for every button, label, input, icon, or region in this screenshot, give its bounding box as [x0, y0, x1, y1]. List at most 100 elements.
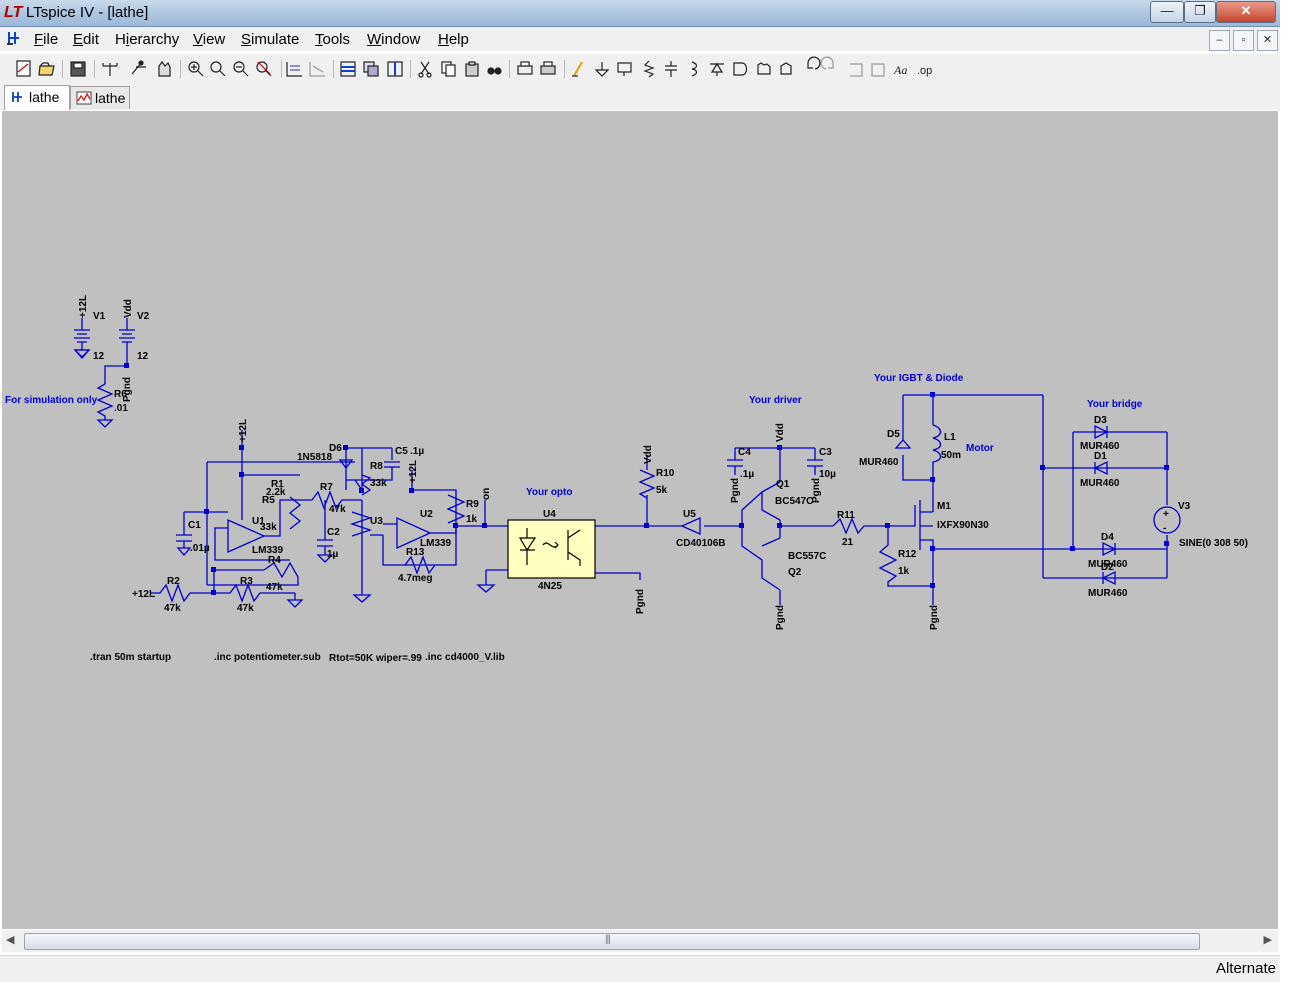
- net-label-pgnd[interactable]: Pgnd: [122, 377, 133, 402]
- r13-name[interactable]: R13: [406, 547, 425, 558]
- r2-name[interactable]: R2: [167, 576, 180, 587]
- net-label-pgnd-opto[interactable]: Pgnd: [635, 589, 646, 614]
- r7-value[interactable]: 47k: [329, 504, 346, 515]
- r11-value[interactable]: 21: [842, 537, 854, 548]
- net-label-pgnd-m1[interactable]: Pgnd: [929, 605, 940, 630]
- r8-name[interactable]: R8: [370, 461, 383, 472]
- u1-value[interactable]: LM339: [252, 545, 284, 556]
- v1-name[interactable]: V1: [93, 311, 106, 322]
- menu-window[interactable]: Window: [367, 31, 421, 48]
- r10-value[interactable]: 5k: [656, 485, 668, 496]
- l1-value[interactable]: 50m: [941, 450, 961, 461]
- c4-name[interactable]: C4: [738, 447, 751, 458]
- v3-name[interactable]: V3: [1178, 501, 1191, 512]
- directive-rtot[interactable]: Rtot=50K wiper=.99: [329, 653, 422, 664]
- close-button[interactable]: ✕: [1216, 1, 1276, 23]
- r12-name[interactable]: R12: [898, 549, 917, 560]
- directive-inc-pot[interactable]: .inc potentiometer.sub: [214, 652, 321, 663]
- net-label-pgnd-q2[interactable]: Pgnd: [775, 605, 786, 630]
- comment-motor[interactable]: Motor: [966, 443, 994, 454]
- schematic-doc-icon[interactable]: [5, 28, 25, 48]
- u2-value[interactable]: LM339: [420, 538, 452, 549]
- schematic-canvas[interactable]: V1 12 V2 12 +12L Vdd Pgnd R6 .01 For sim…: [2, 111, 1278, 929]
- menu-hierarchy[interactable]: Hierarchy: [115, 31, 180, 48]
- menu-view[interactable]: View: [193, 31, 226, 48]
- tab-waveform-lathe[interactable]: lathe: [70, 86, 130, 109]
- net-label-12L-u1[interactable]: +12L: [238, 419, 249, 442]
- c4-value[interactable]: .1µ: [740, 469, 754, 480]
- c1-name[interactable]: C1: [188, 520, 201, 531]
- d1-value[interactable]: MUR460: [1080, 478, 1120, 489]
- directive-inc-lib[interactable]: .inc cd4000_V.lib: [425, 652, 505, 663]
- c5-value[interactable]: .1µ: [410, 446, 424, 457]
- r4-value[interactable]: 47k: [266, 582, 283, 593]
- mdi-minimize-button[interactable]: –: [1209, 30, 1230, 51]
- d4-name[interactable]: D4: [1101, 532, 1114, 543]
- mdi-close-button[interactable]: ✕: [1257, 30, 1278, 51]
- comment-opto[interactable]: Your opto: [526, 487, 572, 498]
- comment-driver[interactable]: Your driver: [749, 395, 802, 406]
- r5-name[interactable]: R5: [262, 495, 275, 506]
- comment-sim-only[interactable]: For simulation only: [5, 395, 98, 406]
- c1-value[interactable]: .01µ: [190, 543, 210, 554]
- d2-name[interactable]: D2: [1101, 562, 1114, 573]
- minimize-button[interactable]: —: [1150, 1, 1184, 23]
- d5-value[interactable]: MUR460: [859, 457, 899, 468]
- c3-value[interactable]: 10µ: [819, 469, 836, 480]
- v2-value[interactable]: 12: [137, 351, 149, 362]
- u1-name[interactable]: U1: [252, 516, 265, 527]
- l1-name[interactable]: L1: [944, 432, 956, 443]
- menu-help[interactable]: Help: [438, 31, 469, 48]
- u5-value[interactable]: CD40106B: [676, 538, 725, 549]
- q1-name[interactable]: Q1: [776, 479, 790, 490]
- r8-value[interactable]: 33k: [370, 478, 387, 489]
- d2-value[interactable]: MUR460: [1088, 588, 1128, 599]
- directive-tran[interactable]: .tran 50m startup: [90, 652, 171, 663]
- r9-value[interactable]: 1k: [466, 514, 478, 525]
- u2-name[interactable]: U2: [420, 509, 433, 520]
- net-label-vdd[interactable]: Vdd: [123, 299, 134, 318]
- net-label-on[interactable]: on: [481, 488, 492, 500]
- c2-name[interactable]: C2: [327, 527, 340, 538]
- m1-value[interactable]: IXFX90N30: [937, 520, 989, 531]
- scrollbar-thumb[interactable]: |||: [24, 933, 1200, 950]
- net-label-12L-r2[interactable]: +12L: [132, 589, 155, 600]
- v2-name[interactable]: V2: [137, 311, 150, 322]
- menu-tools[interactable]: Tools: [315, 31, 351, 48]
- r6-value[interactable]: .01: [114, 403, 128, 414]
- d5-name[interactable]: D5: [887, 429, 900, 440]
- comment-igbt[interactable]: Your IGBT & Diode: [874, 373, 964, 384]
- c3-name[interactable]: C3: [819, 447, 832, 458]
- r1-value[interactable]: 2.2k: [266, 487, 286, 498]
- r1-name[interactable]: R1: [271, 479, 284, 490]
- menu-file[interactable]: File: [34, 31, 59, 48]
- comment-bridge[interactable]: Your bridge: [1087, 399, 1143, 410]
- d3-value[interactable]: MUR460: [1080, 441, 1120, 452]
- menu-simulate[interactable]: Simulate: [241, 31, 300, 48]
- scroll-right-arrow-icon[interactable]: ▶: [1263, 934, 1272, 946]
- r12-value[interactable]: 1k: [898, 566, 910, 577]
- restore-button[interactable]: ❐: [1184, 1, 1216, 23]
- r3-name[interactable]: R3: [240, 576, 253, 587]
- schematic-drawing[interactable]: V1 12 V2 12 +12L Vdd Pgnd R6 .01 For sim…: [2, 111, 1278, 929]
- r2-value[interactable]: 47k: [164, 603, 181, 614]
- r10-name[interactable]: R10: [656, 468, 675, 479]
- v3-value[interactable]: SINE(0 308 50): [1179, 538, 1248, 549]
- menu-edit[interactable]: Edit: [73, 31, 99, 48]
- v1-value[interactable]: 12: [93, 351, 105, 362]
- r5-value[interactable]: 33k: [260, 522, 277, 533]
- net-label-vdd-driver[interactable]: Vdd: [775, 423, 786, 442]
- net-label-vdd-r10[interactable]: Vdd: [643, 445, 654, 464]
- opto-body[interactable]: [507, 519, 596, 579]
- r4-name[interactable]: R4: [268, 555, 281, 566]
- u3-name[interactable]: U3: [370, 516, 383, 527]
- r7-name[interactable]: R7: [320, 482, 333, 493]
- u5-name[interactable]: U5: [683, 509, 696, 520]
- r3-value[interactable]: 47k: [237, 603, 254, 614]
- scroll-left-arrow-icon[interactable]: ◀: [6, 934, 15, 946]
- d6-name[interactable]: D6: [329, 443, 342, 454]
- d3-name[interactable]: D3: [1094, 415, 1107, 426]
- q1-value[interactable]: BC547C: [775, 496, 813, 507]
- u4-name[interactable]: U4: [543, 509, 556, 520]
- m1-name[interactable]: M1: [937, 501, 951, 512]
